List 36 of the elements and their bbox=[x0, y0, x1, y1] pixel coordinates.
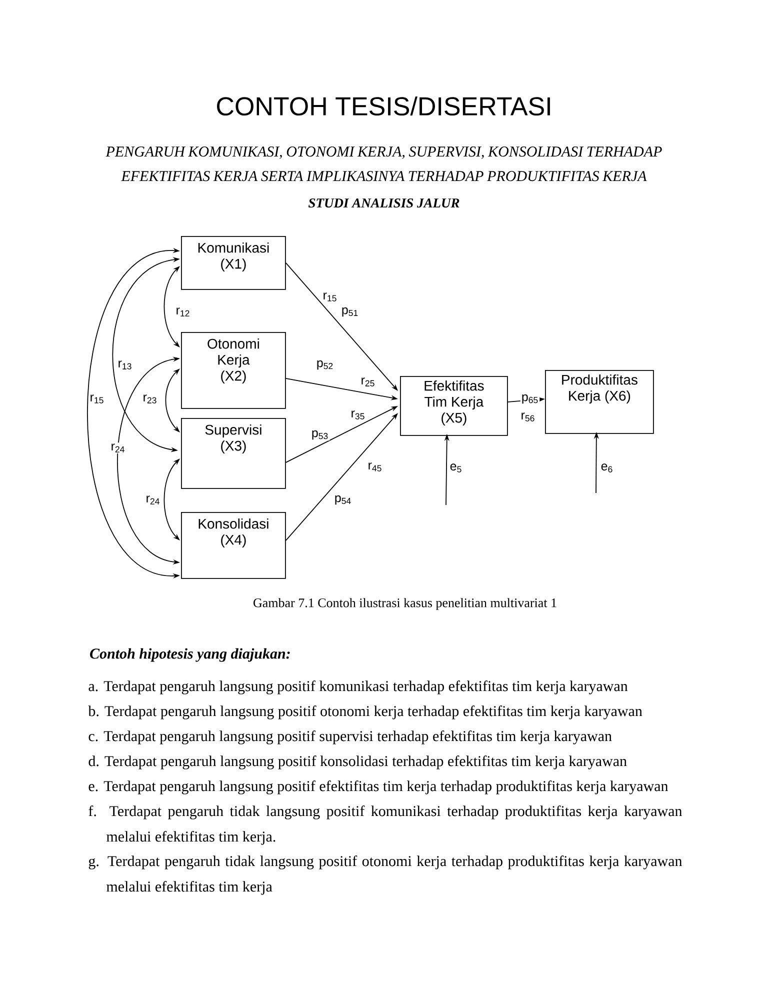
edge-label: p$_{52}$ bbox=[315, 359, 335, 371]
edge-label: p$_{51}$ bbox=[340, 306, 360, 318]
hypothesis-item: b. Terdapat pengaruh langsung positif otonomi kerja terhadap efektifitas tim kerja karyawan bbox=[88, 706, 642, 720]
coefficient-label: r$_{25}$ bbox=[360, 376, 376, 388]
edge-label: p$_{53}$ bbox=[310, 429, 330, 441]
hypothesis-item: f. Terdapat pengaruh tidak langsung positif komunikasi terhadap produktifitas kerja karyawan melalui efektifitas tim kerja. bbox=[88, 806, 682, 845]
hypothesis-item: c. Terdapat pengaruh langsung positif supervisi terhadap efektifitas tim kerja karyawan bbox=[88, 730, 612, 744]
edge-label: p$_{65}$ bbox=[520, 393, 540, 405]
coefficient-label: r$_{24}$ bbox=[110, 442, 126, 454]
variable-box: Konsolidasi (X4) bbox=[181, 512, 286, 579]
coefficient-label: r$_{12}$ bbox=[174, 306, 192, 318]
hypothesis-item: d. Terdapat pengaruh langsung positif konsolidasi terhadap efektifitas tim kerja karyawan bbox=[88, 756, 627, 770]
hypothesis-item: e. Terdapat pengaruh langsung positif efektifitas tim kerja terhadap produktifitas kerja karyawan bbox=[88, 780, 668, 794]
coefficient-label: r$_{23}$ bbox=[142, 394, 158, 404]
caption: Gambar 7.1 Contoh ilustrasi kasus penelitian multivariat 1 bbox=[254, 598, 556, 610]
title: CONTOH TESIS/DISERTASI bbox=[217, 96, 550, 116]
coefficient-label: r$_{15}$ bbox=[322, 292, 338, 302]
variable-box: Supervisi (X3) bbox=[181, 418, 286, 489]
edge-label: p$_{54}$ bbox=[333, 494, 353, 506]
subtitle: PENGARUH KOMUNIKASI, OTONOMI KERJA, SUPERVISI, KONSOLIDASI TERHADAP EFEKTIFITAS KERJA SERTA IMPLIKASINYA TERHADAP PRODUKTIFITAS KERJA bbox=[106, 146, 662, 182]
coefficient-label: r$_{24}$ bbox=[144, 494, 162, 506]
coefficient-label: r$_{35}$ bbox=[350, 410, 366, 420]
coefficient-label: r$_{56}$ bbox=[520, 412, 536, 422]
variable-box: Otonomi Kerja (X2) bbox=[181, 332, 286, 409]
section-heading: Contoh hipotesis yang diajukan: bbox=[90, 648, 290, 662]
edge-label: e$_{5}$ bbox=[448, 462, 464, 474]
hypothesis-item: g. Terdapat pengaruh tidak langsung positif otonomi kerja terhadap produktifitas kerja karyawan melalui efektifitas tim kerja bbox=[88, 856, 682, 895]
coefficient-label: r$_{13}$ bbox=[116, 360, 134, 370]
coefficient-label: r$_{15}$ bbox=[88, 394, 106, 404]
variable-box: Komunikasi (X1) bbox=[181, 236, 286, 290]
edge-label: e$_{6}$ bbox=[600, 462, 614, 474]
variable-box: Produktifitas Kerja (X6) bbox=[545, 370, 654, 434]
subtitle: STUDI ANALISIS JALUR bbox=[308, 198, 460, 208]
hypothesis-item: a. Terdapat pengaruh langsung positif komunikasi terhadap efektifitas tim kerja karyawan bbox=[88, 680, 628, 694]
variable-box: Efektifitas Tim Kerja (X5) bbox=[400, 376, 508, 436]
coefficient-label: r$_{45}$ bbox=[366, 462, 384, 472]
